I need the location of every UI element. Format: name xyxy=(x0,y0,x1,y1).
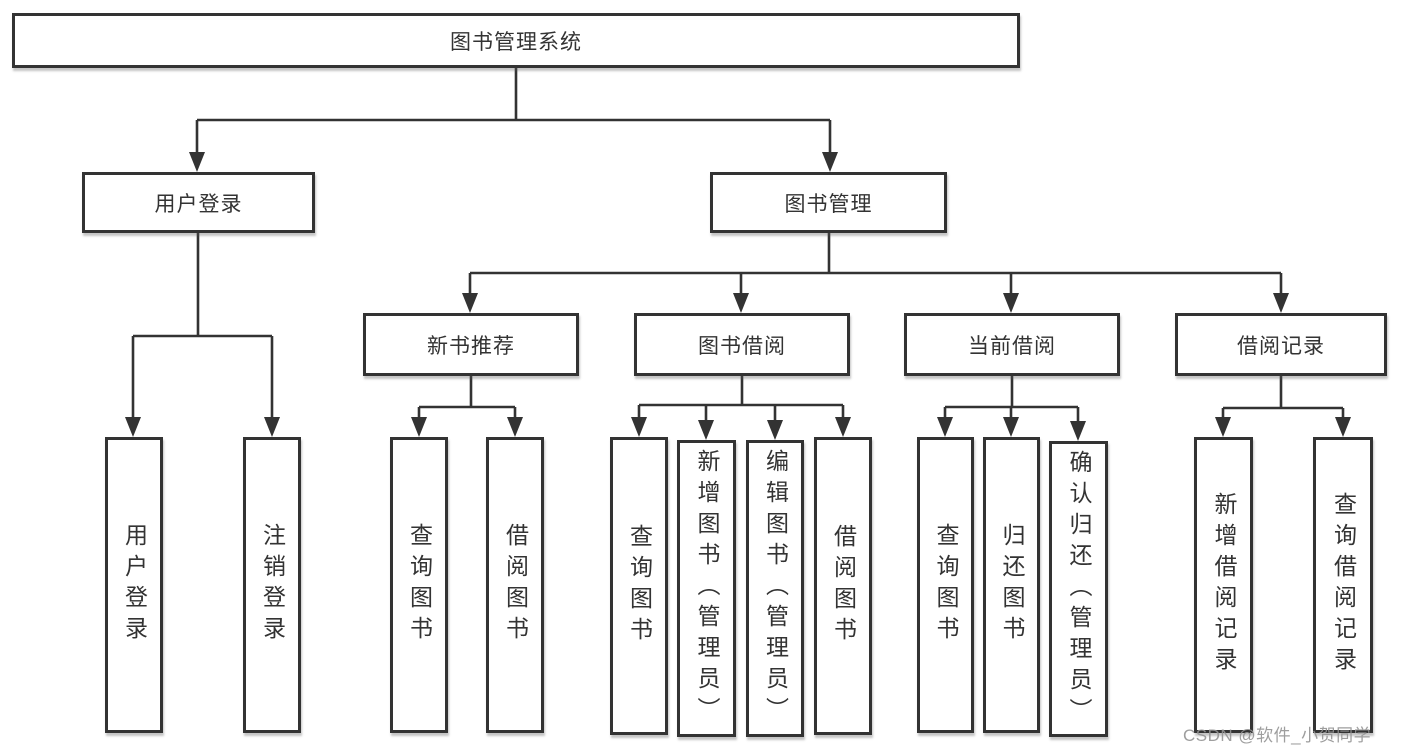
leaf-query-books-borrow: 查询图书 xyxy=(610,437,668,735)
leaf-borrow-books-recommend: 借阅图书 xyxy=(486,437,544,733)
node-label: 当前借阅 xyxy=(968,334,1056,358)
node-user-login: 用户登录 xyxy=(82,172,315,233)
leaf-label: 查询借阅记录 xyxy=(1330,492,1357,678)
node-label: 图书管理系统 xyxy=(450,30,582,54)
leaf-logout: 注销登录 xyxy=(243,437,301,733)
leaf-add-borrow-record: 新增借阅记录 xyxy=(1194,437,1253,733)
node-label: 图书管理 xyxy=(784,192,873,216)
leaf-borrow-books: 借阅图书 xyxy=(814,437,872,735)
node-label: 图书借阅 xyxy=(698,334,786,358)
leaf-user-login: 用户登录 xyxy=(105,437,163,733)
leaf-label: 注销登录 xyxy=(259,523,286,647)
leaf-label: 借阅图书 xyxy=(830,524,857,648)
leaf-query-books-recommend: 查询图书 xyxy=(390,437,448,733)
leaf-label: 确认归还（管理员） xyxy=(1066,449,1092,729)
node-label: 借阅记录 xyxy=(1237,334,1325,358)
leaf-label: 用户登录 xyxy=(121,523,148,647)
node-book-management: 图书管理 xyxy=(710,172,947,233)
node-current-borrow: 当前借阅 xyxy=(904,313,1120,376)
leaf-label: 查询图书 xyxy=(406,523,433,647)
leaf-edit-books-admin: 编辑图书（管理员） xyxy=(746,440,804,737)
node-book-borrow: 图书借阅 xyxy=(634,313,850,376)
leaf-label: 编辑图书（管理员） xyxy=(762,449,789,728)
leaf-add-books-admin: 新增图书（管理员） xyxy=(677,440,736,737)
node-borrow-record: 借阅记录 xyxy=(1175,313,1387,376)
leaf-label: 查询图书 xyxy=(933,523,959,647)
leaf-return-books: 归还图书 xyxy=(983,437,1040,733)
node-label: 用户登录 xyxy=(154,192,243,216)
csdn-watermark: CSDN @软件_小贺同学 xyxy=(1183,726,1372,745)
leaf-query-books-current: 查询图书 xyxy=(917,437,974,733)
leaf-label: 归还图书 xyxy=(999,523,1025,647)
arrowheads xyxy=(125,152,1351,441)
leaf-label: 新增借阅记录 xyxy=(1211,492,1237,678)
node-system-root: 图书管理系统 xyxy=(12,13,1020,68)
node-new-book-recommend: 新书推荐 xyxy=(363,313,579,376)
node-label: 新书推荐 xyxy=(427,334,515,358)
leaf-confirm-return-admin: 确认归还（管理员） xyxy=(1049,441,1108,737)
leaf-label: 借阅图书 xyxy=(502,523,529,647)
leaf-label: 新增图书（管理员） xyxy=(694,449,720,728)
leaf-label: 查询图书 xyxy=(626,524,653,648)
leaf-query-borrow-record: 查询借阅记录 xyxy=(1313,437,1373,733)
